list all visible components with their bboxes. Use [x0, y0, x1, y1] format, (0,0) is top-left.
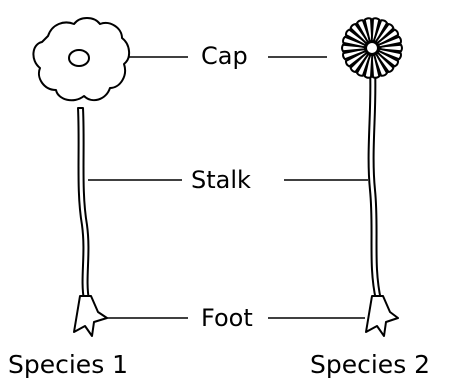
species-2-cap-center — [366, 42, 378, 54]
species-2-label: Species 2 — [310, 352, 430, 378]
species-2-foot — [366, 296, 398, 336]
species-1-foot — [74, 296, 107, 336]
species-2-stalk — [369, 68, 381, 300]
foot-label: Foot — [199, 306, 255, 330]
species-1-label: Species 1 — [8, 352, 128, 378]
cap-label: Cap — [199, 44, 250, 68]
species-1-organism — [33, 18, 129, 336]
species-1-nucleus — [69, 50, 89, 66]
species-2-organism — [342, 18, 402, 336]
species-1-stalk — [78, 108, 89, 300]
stalk-label: Stalk — [189, 168, 253, 192]
